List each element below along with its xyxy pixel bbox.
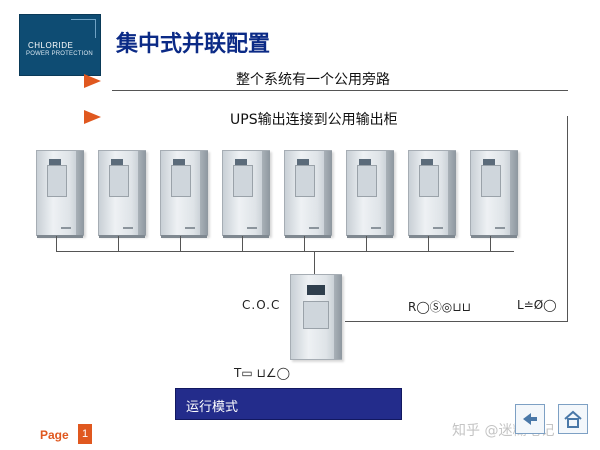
- ups-cabinet-base: [99, 235, 145, 238]
- ups-cabinet-display: [49, 159, 61, 165]
- chloride-logo: CHLORIDE POWER PROTECTION: [19, 14, 101, 76]
- ups-cabinet-display: [111, 159, 123, 165]
- bullet-text-2: UPS输出连接到公用输出柜: [230, 112, 398, 128]
- ups-cabinet-base: [285, 235, 331, 238]
- ups-cabinet-side: [448, 151, 456, 235]
- back-arrow-icon: [523, 413, 537, 425]
- ups-drop-line: [366, 236, 367, 251]
- ups-cabinet-side: [262, 151, 270, 235]
- ups-cabinet-display: [421, 159, 433, 165]
- ups-cabinet-panel: [171, 165, 191, 197]
- coc-input-line: [314, 251, 315, 274]
- ups-cabinet-base: [223, 235, 269, 238]
- coc-panel: [303, 301, 329, 329]
- ups-drop-line: [56, 236, 57, 251]
- ups-cabinet: [346, 150, 394, 238]
- ups-cabinet: [36, 150, 84, 238]
- ups-cabinet: [160, 150, 208, 238]
- logo-decoration: [71, 19, 96, 38]
- ups-cabinet-label: [433, 227, 443, 229]
- ups-cabinet-panel: [47, 165, 67, 197]
- logo-line-2: POWER PROTECTION: [26, 51, 93, 57]
- ups-cabinet-base: [471, 235, 517, 238]
- ups-cabinet-side: [324, 151, 332, 235]
- ups-cabinet-panel: [233, 165, 253, 197]
- ups-cabinet-display: [235, 159, 247, 165]
- ups-cabinet-display: [297, 159, 309, 165]
- ups-cabinet: [222, 150, 270, 238]
- ups-cabinet-side: [386, 151, 394, 235]
- ups-cabinet-label: [247, 227, 257, 229]
- page-label: Page: [40, 428, 69, 442]
- ups-cabinet-side: [200, 151, 208, 235]
- home-icon: [564, 410, 582, 428]
- ups-cabinet-panel: [295, 165, 315, 197]
- coc-display: [307, 285, 325, 295]
- symbol-group-r: R◯Ⓢ◎⊔⊔: [408, 300, 471, 314]
- ups-cabinet-side: [138, 151, 146, 235]
- ups-cabinet-display: [359, 159, 371, 165]
- ups-cabinet-base: [347, 235, 393, 238]
- ups-drop-line: [490, 236, 491, 251]
- ups-cabinet-label: [309, 227, 319, 229]
- ups-drop-line: [304, 236, 305, 251]
- ups-cabinet-label: [61, 227, 71, 229]
- ups-cabinet-base: [409, 235, 455, 238]
- symbol-group-t: T▭ ⊔∠◯: [234, 366, 291, 380]
- ups-cabinet-side: [510, 151, 518, 235]
- ups-cabinet-panel: [109, 165, 129, 197]
- ups-cabinet-panel: [419, 165, 439, 197]
- ups-drop-line: [118, 236, 119, 251]
- ups-cabinet: [470, 150, 518, 238]
- ups-cabinet-base: [161, 235, 207, 238]
- ups-cabinet-label: [123, 227, 133, 229]
- ups-cabinet: [98, 150, 146, 238]
- ups-drop-line: [428, 236, 429, 251]
- symbol-group-l: L≐Ø◯: [517, 298, 557, 312]
- bullet-arrow-icon: [84, 110, 101, 124]
- ups-cabinet-display: [483, 159, 495, 165]
- coc-cabinet: [290, 274, 342, 360]
- ups-cabinet-panel: [481, 165, 501, 197]
- ups-cabinet-display: [173, 159, 185, 165]
- page-title: 集中式并联配置: [116, 32, 271, 57]
- nav-home-button[interactable]: [558, 404, 588, 434]
- logo-line-1: CHLORIDE: [28, 41, 74, 50]
- nav-back-button[interactable]: [515, 404, 545, 434]
- output-bus-line: [56, 251, 514, 252]
- ups-cabinet-label: [495, 227, 505, 229]
- ups-cabinet-label: [371, 227, 381, 229]
- ups-drop-line: [242, 236, 243, 251]
- ups-cabinet-label: [185, 227, 195, 229]
- bypass-line: [567, 116, 568, 322]
- coc-label: C.O.C: [242, 298, 281, 312]
- ups-cabinet: [284, 150, 332, 238]
- mode-bar-text: 运行模式: [186, 400, 239, 415]
- bullet-arrow-icon: [84, 74, 101, 88]
- coc-output-line: [345, 321, 568, 322]
- divider-line: [112, 90, 568, 91]
- ups-cabinet-base: [37, 235, 83, 238]
- ups-cabinet-side: [76, 151, 84, 235]
- mode-bar: 运行模式: [175, 388, 402, 420]
- ups-cabinet: [408, 150, 456, 238]
- ups-cabinet-panel: [357, 165, 377, 197]
- page-number: 1: [78, 424, 92, 444]
- bullet-text-1: 整个系统有一个公用旁路: [236, 72, 390, 88]
- coc-side: [334, 275, 342, 359]
- ups-drop-line: [180, 236, 181, 251]
